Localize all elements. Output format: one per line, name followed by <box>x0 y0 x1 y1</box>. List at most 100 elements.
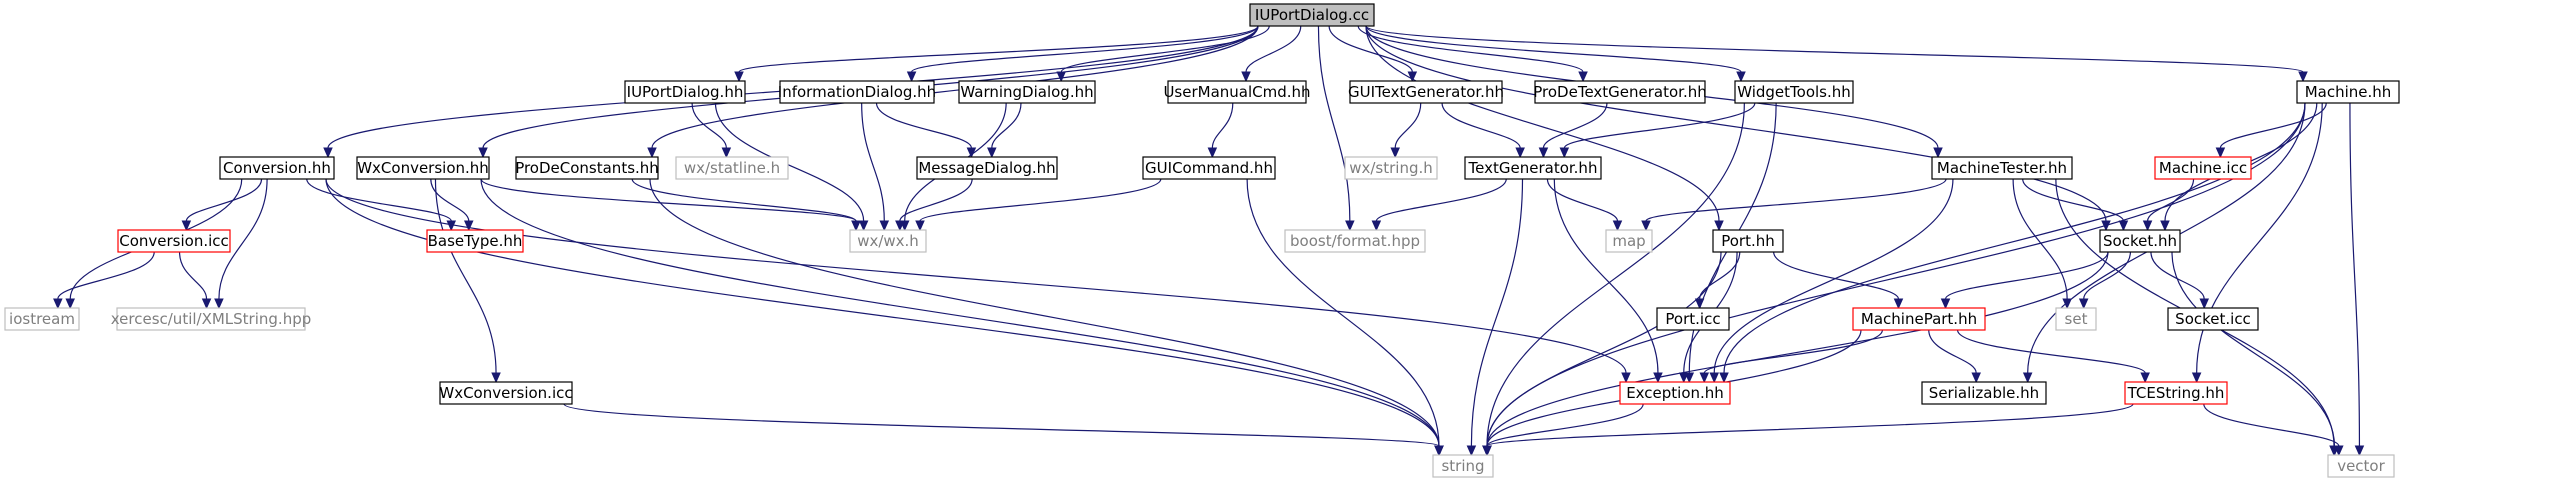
node-label: Socket.icc <box>2175 310 2251 328</box>
edge-machinepart-to-tcestring <box>1956 329 2150 384</box>
arrowhead-icon <box>1933 147 1943 159</box>
node-label: ProDeConstants.hh <box>515 159 659 177</box>
node-box <box>675 156 789 180</box>
edge-textgen-to-exception <box>1553 178 1663 384</box>
edge-textgen-to-boostformat <box>1371 178 1507 232</box>
arrowhead-icon <box>1466 445 1477 457</box>
arrowhead-icon <box>201 298 212 310</box>
node-map: map <box>1605 229 1653 253</box>
node-widgettools[interactable]: WidgetTools.hh <box>1734 80 1854 104</box>
node-guicommand[interactable]: GUICommand.hh <box>1142 156 1276 180</box>
edge-machinetester-to-exception <box>1709 178 1954 384</box>
node-conv_icc[interactable]: Conversion.icc <box>117 229 231 253</box>
node-label: boost/format.hpp <box>1290 232 1420 250</box>
node-label: UserManualCmd.hh <box>1163 83 1310 101</box>
node-serializable[interactable]: Serializable.hh <box>1921 381 2047 405</box>
node-socket_icc[interactable]: Socket.icc <box>2167 307 2259 331</box>
node-box <box>1605 229 1653 253</box>
node-box <box>439 381 573 405</box>
arrowhead-icon <box>906 71 917 83</box>
arrowhead-icon <box>1694 298 1705 310</box>
node-label: BaseType.hh <box>428 232 523 250</box>
node-box <box>2124 381 2228 405</box>
node-msgdialog[interactable]: MessageDialog.hh <box>916 156 1058 180</box>
node-set: set <box>2055 307 2097 331</box>
arrowhead-icon <box>491 372 501 384</box>
node-conv_hh[interactable]: Conversion.hh <box>219 156 335 180</box>
node-label: MachinePart.hh <box>1861 310 1977 328</box>
node-label: Machine.hh <box>2305 83 2392 101</box>
node-tcestring[interactable]: TCEString.hh <box>2124 381 2228 405</box>
edge-textgen-to-string <box>1466 178 1524 457</box>
node-usermanual[interactable]: UserManualCmd.hh <box>1163 80 1311 104</box>
arrowhead-icon <box>2160 220 2170 232</box>
node-wxstatline: wx/statline.h <box>675 156 789 180</box>
node-port_icc[interactable]: Port.icc <box>1656 307 1730 331</box>
edge-wxconv_hh-to-wxwx <box>480 178 861 232</box>
node-label: set <box>2065 310 2088 328</box>
node-prodetextgen[interactable]: ProDeTextGenerator.hh <box>1533 80 1707 104</box>
node-label: Conversion.icc <box>119 232 229 250</box>
node-box <box>1432 454 1494 478</box>
arrowhead-icon <box>1482 445 1492 457</box>
arrowhead-icon <box>53 298 63 310</box>
node-guitextgen[interactable]: GUITextGenerator.hh <box>1348 80 1504 104</box>
node-port_hh[interactable]: Port.hh <box>1712 229 1784 253</box>
edge-msgdialog-to-wxwx <box>895 178 973 232</box>
node-box <box>219 156 335 180</box>
arrowhead-icon <box>1736 71 1746 83</box>
arrowhead-icon <box>463 220 474 232</box>
node-prode_const[interactable]: ProDeConstants.hh <box>515 156 659 180</box>
node-label: TCEString.hh <box>2127 384 2225 402</box>
node-box <box>1852 307 1986 331</box>
node-label: wx/statline.h <box>684 159 780 177</box>
arrowhead-icon <box>1559 147 1570 159</box>
edge-root-to-iuport_hh <box>734 25 1259 83</box>
node-label: string <box>1441 457 1484 475</box>
node-exception[interactable]: Exception.hh <box>1619 381 1731 405</box>
edge-conv_hh-to-xercesc <box>214 178 268 310</box>
arrowhead-icon <box>895 220 905 232</box>
node-warn_hh[interactable]: WarningDialog.hh <box>958 80 1096 104</box>
node-wxconv_hh[interactable]: WxConversion.hh <box>356 156 490 180</box>
node-machinepart[interactable]: MachinePart.hh <box>1852 307 1986 331</box>
edge-warn_hh-to-msgdialog <box>987 102 1022 159</box>
node-box <box>515 156 659 180</box>
node-iuport_hh[interactable]: IUPortDialog.hh <box>624 80 746 104</box>
node-machine_hh[interactable]: Machine.hh <box>2296 80 2400 104</box>
edge-machinetester-to-socket_hh <box>2022 178 2129 232</box>
node-label: Port.icc <box>1665 310 1720 328</box>
node-box <box>2099 229 2181 253</box>
node-machinetester[interactable]: MachineTester.hh <box>1931 156 2073 180</box>
node-boostformat: boost/format.hpp <box>1284 229 1426 253</box>
edge-machinetester-to-set <box>2012 178 2072 310</box>
node-label: Serializable.hh <box>1929 384 2039 402</box>
arrowhead-icon <box>2354 445 2365 457</box>
arrowhead-icon <box>1538 147 1549 159</box>
node-label: Socket.hh <box>2103 232 2177 250</box>
arrowhead-icon <box>1390 147 1400 159</box>
edge-port_hh-to-port_icc <box>1694 251 1741 310</box>
node-machine_icc[interactable]: Machine.icc <box>2154 156 2252 180</box>
edge-guitextgen-to-textgen <box>1441 102 1525 159</box>
node-info_hh[interactable]: InformationDialog.hh <box>778 80 936 104</box>
edge-conv_hh-to-conv_icc <box>181 178 263 232</box>
arrowhead-icon <box>1207 147 1218 159</box>
node-box <box>1464 156 1602 180</box>
arrowhead-icon <box>721 147 732 159</box>
node-wxconv_icc[interactable]: WxConversion.icc <box>439 381 573 405</box>
arrowhead-icon <box>915 220 925 232</box>
node-label: WidgetTools.hh <box>1737 83 1851 101</box>
edge-port_hh-to-machinepart <box>1773 251 1904 310</box>
arrowhead-icon <box>1940 298 1951 310</box>
arrowhead-icon <box>1714 220 1724 232</box>
node-box <box>2055 307 2097 331</box>
node-socket_hh[interactable]: Socket.hh <box>2099 229 2181 253</box>
arrowhead-icon <box>181 220 192 232</box>
node-box <box>958 80 1096 104</box>
node-iostream: iostream <box>4 307 80 331</box>
node-basetype[interactable]: BaseType.hh <box>426 229 524 253</box>
node-textgen[interactable]: TextGenerator.hh <box>1464 156 1602 180</box>
edge-info_hh-to-wxwx <box>861 102 890 232</box>
edge-wxconv_hh-to-basetype <box>430 178 474 232</box>
